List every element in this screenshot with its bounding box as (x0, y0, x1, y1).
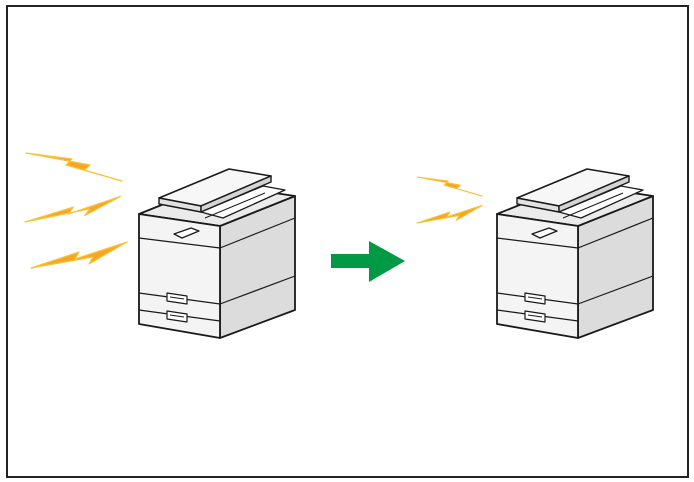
multifunction-printer-icon (138, 168, 296, 339)
lightning-bolt-icon (416, 204, 483, 224)
lightning-bolt-icon (416, 176, 483, 197)
noise-bolts-after (416, 176, 483, 224)
arrow-right-icon (331, 241, 405, 282)
noise-bolts-before (24, 152, 128, 269)
lightning-bolt-icon (30, 241, 128, 269)
lightning-bolt-icon (24, 195, 121, 223)
multifunction-printer-icon (496, 168, 654, 339)
lightning-bolt-icon (25, 152, 123, 182)
